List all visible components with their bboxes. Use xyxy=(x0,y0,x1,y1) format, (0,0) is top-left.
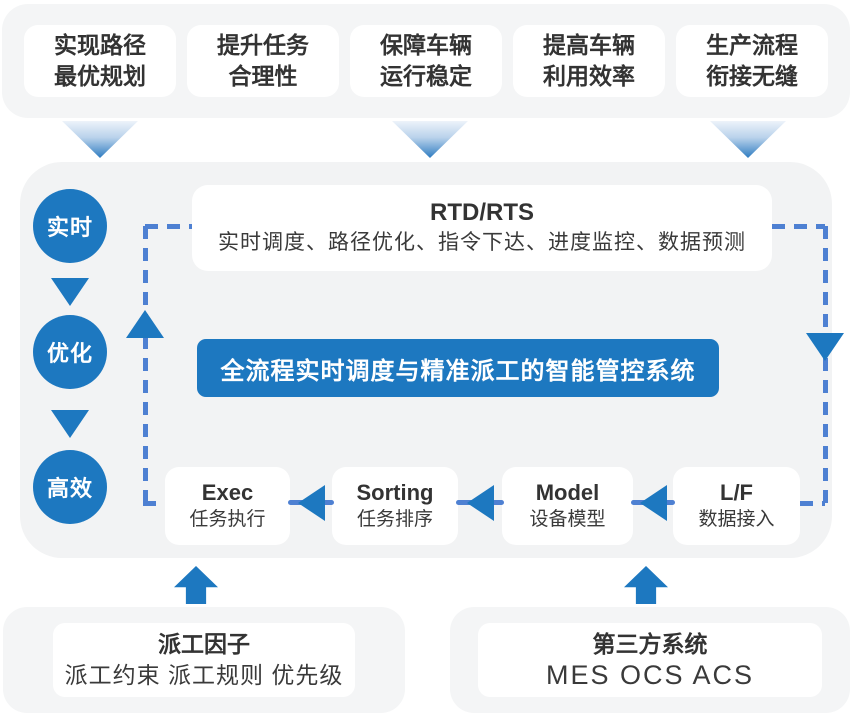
benefit-card-vehicle-utilization: 提高车辆 利用效率 xyxy=(513,25,665,97)
up-arrow-icon xyxy=(174,566,218,604)
pipeline-subtitle: 数据接入 xyxy=(698,509,775,530)
benefit-text: 提高车辆 xyxy=(543,32,635,58)
benefit-text: 保障车辆 xyxy=(380,32,472,58)
step-circle-optimize: 优化 xyxy=(33,315,107,389)
benefit-text: 利用效率 xyxy=(543,63,635,89)
system-banner-text: 全流程实时调度与精准派工的智能管控系统 xyxy=(220,357,696,385)
benefits-bar: 实现路径 最优规划 提升任务 合理性 保障车辆 运行稳定 提高车辆 利用效率 生… xyxy=(2,4,850,118)
source-bar-third-party: 第三方系统 MES OCS ACS xyxy=(450,607,850,713)
down-arrow-icon xyxy=(62,121,138,158)
source-card-third-party: 第三方系统 MES OCS ACS xyxy=(478,623,822,697)
benefit-card-route-planning: 实现路径 最优规划 xyxy=(24,25,176,97)
benefit-text: 实现路径 xyxy=(54,32,146,58)
source-bar-dispatch-factors: 派工因子 派工约束 派工规则 优先级 xyxy=(3,607,405,713)
pipeline-box-sorting: Sorting 任务排序 xyxy=(332,467,458,545)
step-circle-efficient: 高效 xyxy=(33,450,107,524)
dashed-line xyxy=(800,501,825,506)
down-arrow-icon xyxy=(710,121,786,158)
pipeline-box-lf: L/F 数据接入 xyxy=(673,467,800,545)
dashed-line xyxy=(145,224,192,229)
step-circle-realtime: 实时 xyxy=(33,189,107,263)
pipeline-box-exec: Exec 任务执行 xyxy=(165,467,290,545)
pipeline-title: Exec xyxy=(201,480,254,505)
source-subtitle: MES OCS ACS xyxy=(545,660,755,690)
step-label: 优化 xyxy=(46,341,93,366)
dashed-line xyxy=(143,226,148,503)
step-label: 高效 xyxy=(46,476,93,501)
source-card-dispatch-factors: 派工因子 派工约束 派工规则 优先级 xyxy=(53,623,355,697)
source-subtitle: 派工约束 派工规则 优先级 xyxy=(64,662,344,688)
pipeline-title: Model xyxy=(535,480,600,505)
pipeline-subtitle: 设备模型 xyxy=(529,509,606,530)
benefit-text: 衔接无缝 xyxy=(706,63,798,89)
dashed-line xyxy=(143,501,165,506)
rtd-rts-title: RTD/RTS xyxy=(430,199,534,226)
benefit-text: 运行稳定 xyxy=(380,63,472,89)
benefit-card-vehicle-stability: 保障车辆 运行稳定 xyxy=(350,25,502,97)
benefit-text: 最优规划 xyxy=(54,63,146,89)
benefit-text: 合理性 xyxy=(228,63,298,89)
benefit-text: 提升任务 xyxy=(217,32,309,58)
rtd-rts-subtitle: 实时调度、路径优化、指令下达、进度监控、数据预测 xyxy=(218,231,746,254)
rtd-rts-box: RTD/RTS 实时调度、路径优化、指令下达、进度监控、数据预测 xyxy=(192,185,772,271)
step-label: 实时 xyxy=(46,215,93,240)
benefit-text: 生产流程 xyxy=(706,32,798,58)
up-arrow-icon xyxy=(624,566,668,604)
source-title: 派工因子 xyxy=(158,631,250,657)
source-title: 第三方系统 xyxy=(592,631,708,657)
down-arrow-icon xyxy=(392,121,468,158)
pipeline-box-model: Model 设备模型 xyxy=(502,467,633,545)
dashed-line xyxy=(772,224,825,229)
system-banner: 全流程实时调度与精准派工的智能管控系统 xyxy=(197,339,719,397)
pipeline-title: L/F xyxy=(720,480,753,505)
pipeline-subtitle: 任务排序 xyxy=(356,509,433,530)
benefit-card-task-rationality: 提升任务 合理性 xyxy=(187,25,339,97)
pipeline-subtitle: 任务执行 xyxy=(189,509,266,530)
pipeline-title: Sorting xyxy=(356,480,434,505)
dashed-line xyxy=(823,226,828,503)
benefit-card-seamless-flow: 生产流程 衔接无缝 xyxy=(676,25,828,97)
